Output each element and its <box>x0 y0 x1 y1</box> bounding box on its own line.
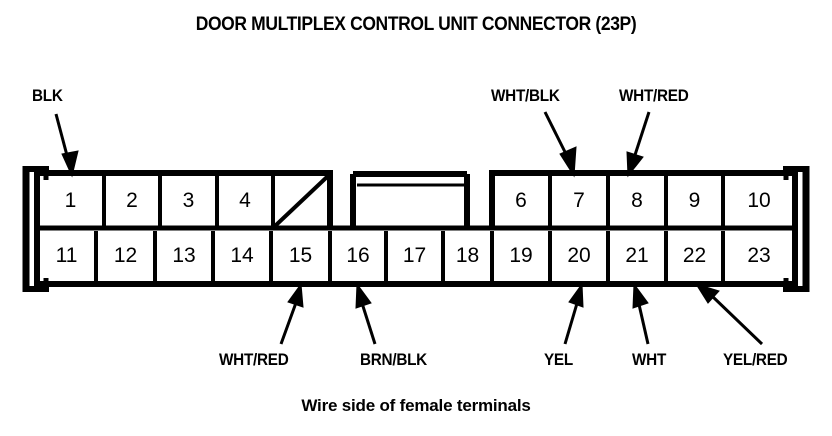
pin-cell-18: 18 <box>455 244 480 267</box>
callout-label-wht-red: WHT/RED <box>219 350 289 369</box>
pin-cell-10: 10 <box>747 189 771 212</box>
pin-cell-17: 17 <box>402 244 427 267</box>
callout-label-wht-blk: WHT/BLK <box>491 86 560 105</box>
leader-wht-blk <box>543 111 577 178</box>
pin-cell-6: 6 <box>515 189 527 212</box>
pin-cell-22: 22 <box>682 244 707 267</box>
pin-cell-8: 8 <box>631 189 643 212</box>
pin-cell-4: 4 <box>239 189 251 212</box>
callout-label-blk: BLK <box>32 86 63 105</box>
leader-wht-red-top <box>626 111 651 178</box>
pin-cell-16: 16 <box>346 244 370 267</box>
pin-cell-11: 11 <box>55 244 78 267</box>
callout-label-yel: YEL <box>544 350 573 369</box>
callout-label-yel-red: YEL/RED <box>723 350 788 369</box>
leader-wht <box>632 282 650 345</box>
leader-blk <box>54 113 79 178</box>
pin-cell-7: 7 <box>573 189 585 212</box>
pin-cell-19: 19 <box>509 244 533 267</box>
pin-cell-23: 23 <box>747 244 771 267</box>
pin-cell-14: 14 <box>230 244 254 267</box>
pin-cell-2: 2 <box>126 189 138 212</box>
leader-yel-red <box>694 283 764 346</box>
leader-brn-blk <box>355 282 377 345</box>
leader-yel <box>563 282 584 345</box>
callout-label-wht: WHT <box>632 350 667 369</box>
pin-cell-9: 9 <box>688 189 701 212</box>
page-title: DOOR MULTIPLEX CONTROL UNIT CONNECTOR (2… <box>195 14 637 35</box>
pin-cell-20: 20 <box>567 244 591 267</box>
pin-cell-3: 3 <box>182 189 195 212</box>
figure-caption: Wire side of female terminals <box>301 396 531 415</box>
pin-cell-1: 1 <box>64 189 77 212</box>
pin-cell-13: 13 <box>172 244 196 267</box>
callout-label-brn-blk: BRN/BLK <box>360 350 427 369</box>
pin-cell-12: 12 <box>113 244 138 267</box>
pin-cell-21: 21 <box>625 244 649 267</box>
pin-cell-15: 15 <box>288 244 313 267</box>
leader-wht-red <box>279 282 304 345</box>
callout-label-wht-red-top: WHT/RED <box>619 86 689 105</box>
